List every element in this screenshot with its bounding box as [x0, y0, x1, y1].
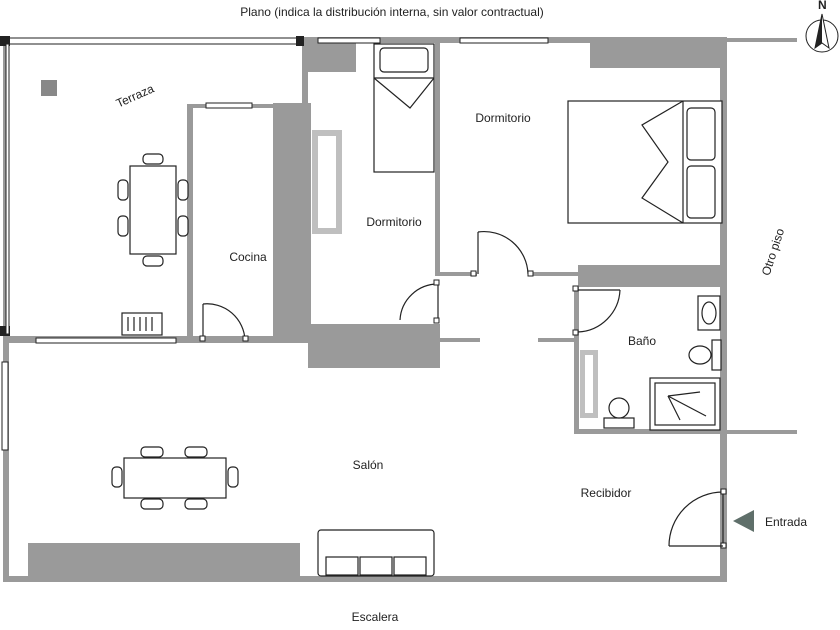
room-label-cocina: Cocina	[229, 250, 267, 264]
room-label-bano: Baño	[628, 334, 656, 348]
plan-title: Plano (indica la distribución interna, s…	[240, 5, 544, 19]
room-label-recibidor: Recibidor	[581, 486, 632, 500]
windows	[0, 36, 549, 451]
room-label-dormitorio-2: Dormitorio	[475, 111, 531, 125]
room-label-terraza: Terraza	[114, 81, 157, 110]
bathroom-fixtures	[580, 295, 722, 431]
wardrobe	[312, 130, 342, 234]
label-otro-piso: Otro piso	[759, 226, 787, 277]
radiator	[121, 312, 163, 336]
label-entrada: Entrada	[765, 515, 807, 529]
compass-letter: N	[818, 0, 827, 12]
single-bed	[373, 43, 435, 173]
north-arrow-icon: N	[805, 0, 839, 53]
sofa	[317, 529, 435, 577]
doors	[199, 230, 727, 549]
room-label-dormitorio-1: Dormitorio	[366, 215, 422, 229]
terraza-dining-set	[117, 153, 189, 267]
label-escalera: Escalera	[352, 610, 399, 624]
terraza-planter	[41, 80, 57, 96]
room-label-salon: Salón	[353, 458, 384, 472]
salon-dining-set	[111, 446, 239, 510]
double-bed	[567, 100, 723, 224]
entrance-arrow-icon	[733, 510, 754, 532]
